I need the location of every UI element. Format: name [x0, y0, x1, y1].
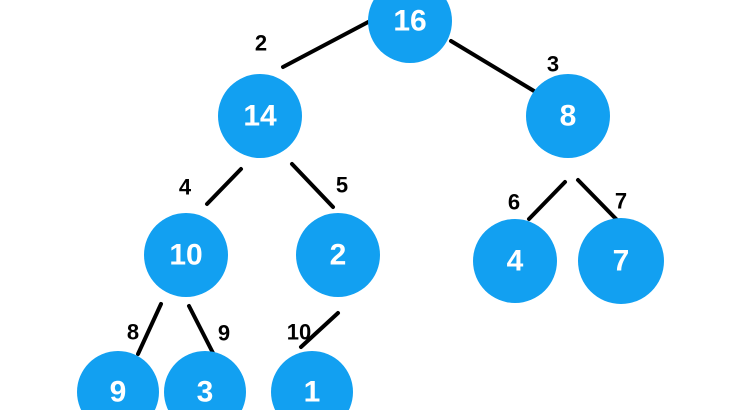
tree-node-8: 8 — [526, 74, 610, 158]
tree-edge-10-3 — [187, 304, 215, 355]
node-circle-14 — [218, 74, 302, 158]
node-value-label-8: 8 — [560, 100, 577, 133]
tree-node-7: 7 — [578, 218, 664, 304]
tree-node-9: 9 — [77, 351, 159, 410]
tree-edge-14-2 — [290, 162, 335, 209]
edge-index-label-7: 7 — [615, 189, 627, 214]
tree-node-1: 1 — [271, 351, 353, 410]
node-value-label-3: 3 — [197, 376, 214, 409]
edge-index-label-6: 6 — [508, 190, 520, 215]
node-value-label-7: 7 — [613, 245, 630, 278]
edge-index-label-4: 4 — [179, 175, 192, 200]
node-value-label-16: 16 — [393, 5, 426, 38]
edge-index-label-5: 5 — [336, 173, 348, 198]
node-value-label-10: 10 — [169, 239, 202, 272]
node-value-label-14: 14 — [243, 100, 277, 133]
tree-edge-2-1 — [299, 311, 340, 349]
nodes-layer: 16 14 8 10 2 4 7 9 3 1 — [77, 0, 664, 410]
node-circle-2 — [296, 213, 380, 297]
tree-node-4: 4 — [473, 219, 557, 303]
node-circle-9 — [77, 351, 159, 410]
tree-node-16: 16 — [368, 0, 452, 63]
node-circle-16 — [368, 0, 452, 63]
tree-edge-16-14 — [281, 18, 374, 69]
edge-index-label-10: 10 — [287, 320, 311, 345]
node-circle-3 — [164, 351, 246, 410]
node-value-label-9: 9 — [110, 376, 127, 409]
node-circle-8 — [526, 74, 610, 158]
edge-index-label-8: 8 — [127, 320, 139, 345]
node-circle-1 — [271, 351, 353, 410]
tree-node-2: 2 — [296, 213, 380, 297]
tree-node-10: 10 — [144, 213, 228, 297]
edge-labels-layer: 2 3 4 5 6 7 8 9 10 — [127, 31, 627, 346]
edges-layer — [136, 18, 620, 356]
node-value-label-1: 1 — [304, 376, 321, 409]
tree-edge-14-10 — [205, 167, 243, 206]
node-circle-7 — [578, 218, 664, 304]
node-value-label-2: 2 — [330, 239, 347, 272]
tree-edge-8-4 — [527, 180, 567, 221]
tree-edge-16-8 — [449, 39, 536, 93]
tree-edge-10-9 — [136, 302, 163, 356]
node-value-label-4: 4 — [507, 245, 524, 278]
edge-index-label-9: 9 — [218, 321, 230, 346]
node-circle-10 — [144, 213, 228, 297]
edge-index-label-3: 3 — [547, 52, 559, 77]
node-circle-4 — [473, 219, 557, 303]
tree-node-3: 3 — [164, 351, 246, 410]
tree-edge-8-7 — [576, 178, 620, 223]
tree-node-14: 14 — [218, 74, 302, 158]
edge-index-label-2: 2 — [255, 31, 267, 56]
